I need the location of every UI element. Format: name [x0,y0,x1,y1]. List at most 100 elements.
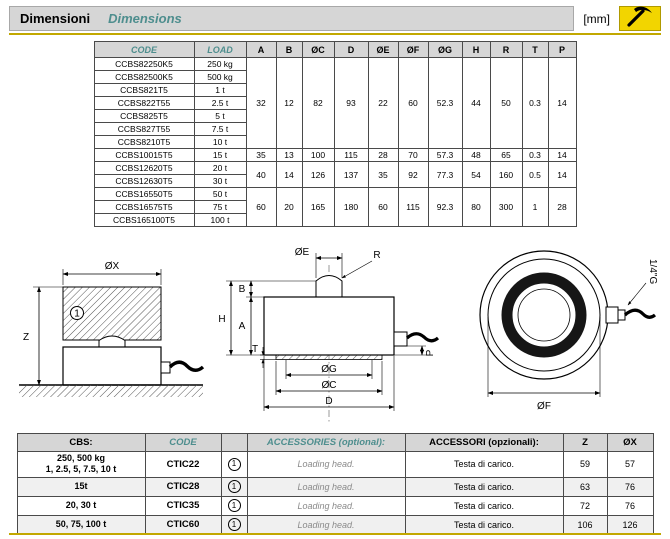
dim-value-cell: 300 [489,187,523,227]
accessory-code-cell: CTIC35 [144,495,222,516]
dim-value-cell: 48 [461,148,491,162]
thread-label: 1/4"G [647,259,657,284]
dim-h-label: H [218,314,225,325]
cell-ring [501,272,587,358]
dim-value-cell: 40 [245,161,277,188]
load-cell: 250 kg [193,57,247,71]
code-cell: CCBS827T55 [93,122,195,136]
dim-value-cell: 60 [367,187,399,227]
acc-header-code: CODE [144,433,222,452]
cable-gland [393,331,408,347]
dim-header-t: T [521,41,549,58]
dim-header-r: R [489,41,523,58]
dim-header-a: A [245,41,277,58]
acc-header-accessories-it: ACCESSORI (opzionali): [404,433,564,452]
ox-value-cell: 76 [606,476,654,497]
ox-value-cell: 57 [606,451,654,478]
cell-section-body [263,296,395,356]
code-cell: CCBS10015T5 [93,148,195,162]
dim-b-label: B [239,284,246,295]
dim-header-of: ØF [397,41,429,58]
ref-1-circle [70,306,84,320]
installation-diagram: ØX Z 1 [19,261,205,397]
dim-z-label: Z [23,332,29,343]
dim-value-cell: 82 [301,57,335,149]
load-cell-body [62,346,162,386]
circled-number-icon: 1 [227,499,241,512]
cable-gland [160,361,171,374]
ref-1-marker: 1 [74,309,80,320]
cbs-range-line: 1, 2.5, 5, 7.5, 10 t [45,464,117,475]
load-cell: 75 t [193,200,247,214]
z-value-cell: 72 [562,495,608,516]
dim-header-b: B [275,41,303,58]
loading-stud [315,275,343,298]
dim-value-cell: 60 [397,57,429,149]
accessory-name-it-cell: Testa di carico. [404,495,564,516]
dim-r-label: R [373,250,380,261]
dim-of-label: ØF [537,401,551,412]
load-cell: 30 t [193,174,247,188]
unit-label: [mm] [583,11,610,26]
load-cell: 1 t [193,83,247,97]
load-cell: 15 t [193,148,247,162]
dim-p-label: P [425,349,436,356]
section-diagram: ØE R H A B P T [218,247,440,423]
dim-value-cell: 57.3 [427,148,463,162]
dim-value-cell: 60 [245,187,277,227]
top-view-diagram: 1/4"G ØF [479,250,657,412]
cable [405,332,440,343]
load-cell: 2.5 t [193,96,247,110]
accessory-code-cell: CTIC28 [144,476,222,497]
accessory-name-en-cell: Loading head. [246,495,406,516]
cbs-range-line: 20, 30 t [65,499,97,510]
dim-value-cell: 50 [489,57,523,149]
cbs-range-cell: 50, 75, 100 t [16,514,146,535]
dim-value-cell: 80 [461,187,491,227]
dim-value-cell: 14 [547,57,577,149]
code-cell: CCBS165100T5 [93,213,195,227]
dim-value-cell: 165 [301,187,335,227]
dim-value-cell: 14 [547,148,577,162]
z-value-cell: 59 [562,451,608,478]
dim-value-cell: 1 [521,187,549,227]
dim-header-oc: ØC [301,41,335,58]
diagrams-section: ØX Z 1 [9,229,661,427]
dim-value-cell: 115 [333,148,369,162]
corner-icon-box [619,6,661,31]
accessory-name-it-cell: Testa di carico. [404,451,564,478]
page-header: Dimensioni Dimensions [mm] [9,6,661,31]
ref-cell: 1 [220,514,248,535]
code-cell: CCBS16550T5 [93,187,195,201]
ox-value-cell: 76 [606,495,654,516]
code-cell: CCBS821T5 [93,83,195,97]
acc-header-ox: ØX [606,433,654,452]
dim-header-oe: ØE [367,41,399,58]
cbs-range-line: 250, 500 kg [56,453,106,463]
dim-value-cell: 100 [301,148,335,162]
cable [623,308,657,319]
ox-value-cell: 126 [606,514,654,535]
code-cell: CCBS16575T5 [93,200,195,214]
ground-hatch [19,385,203,397]
title-bar: Dimensioni Dimensions [9,6,575,31]
dim-value-cell: 28 [367,148,399,162]
z-value-cell: 106 [562,514,608,535]
loading-head-shape [98,335,126,348]
dim-value-cell: 126 [301,161,335,188]
dim-value-cell: 0.3 [521,148,549,162]
accessory-name-it-cell: Testa di carico. [404,476,564,497]
dim-value-cell: 65 [489,148,523,162]
dim-value-cell: 70 [397,148,429,162]
dim-value-cell: 12 [275,57,303,149]
dim-value-cell: 20 [275,187,303,227]
acc-header-z: Z [562,433,608,452]
pickaxe-icon [625,5,655,32]
